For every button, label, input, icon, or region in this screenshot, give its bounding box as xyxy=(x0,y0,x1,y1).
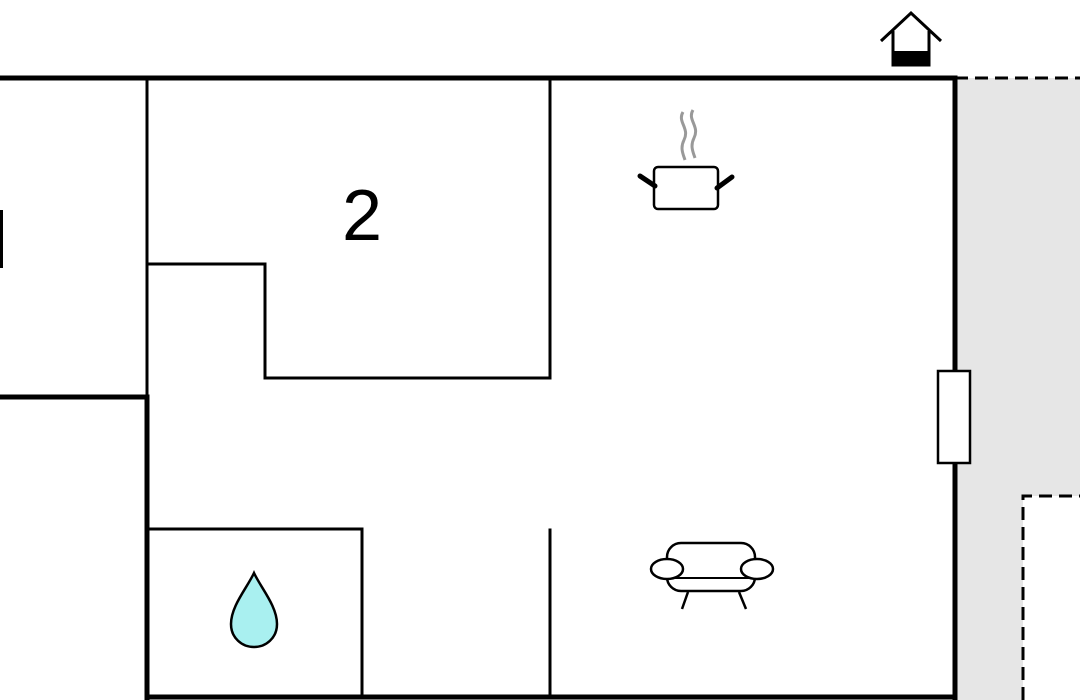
cooking-pot-icon xyxy=(637,109,735,211)
interior-walls xyxy=(0,76,552,699)
room-number-label: 2 xyxy=(342,176,382,256)
sofa-icon xyxy=(649,541,775,610)
terrace-area xyxy=(955,76,1080,700)
outer-walls xyxy=(0,75,958,700)
left-window xyxy=(0,210,3,268)
side-door xyxy=(936,369,972,465)
house-entrance-icon xyxy=(879,10,943,67)
water-drop-icon xyxy=(229,570,279,649)
